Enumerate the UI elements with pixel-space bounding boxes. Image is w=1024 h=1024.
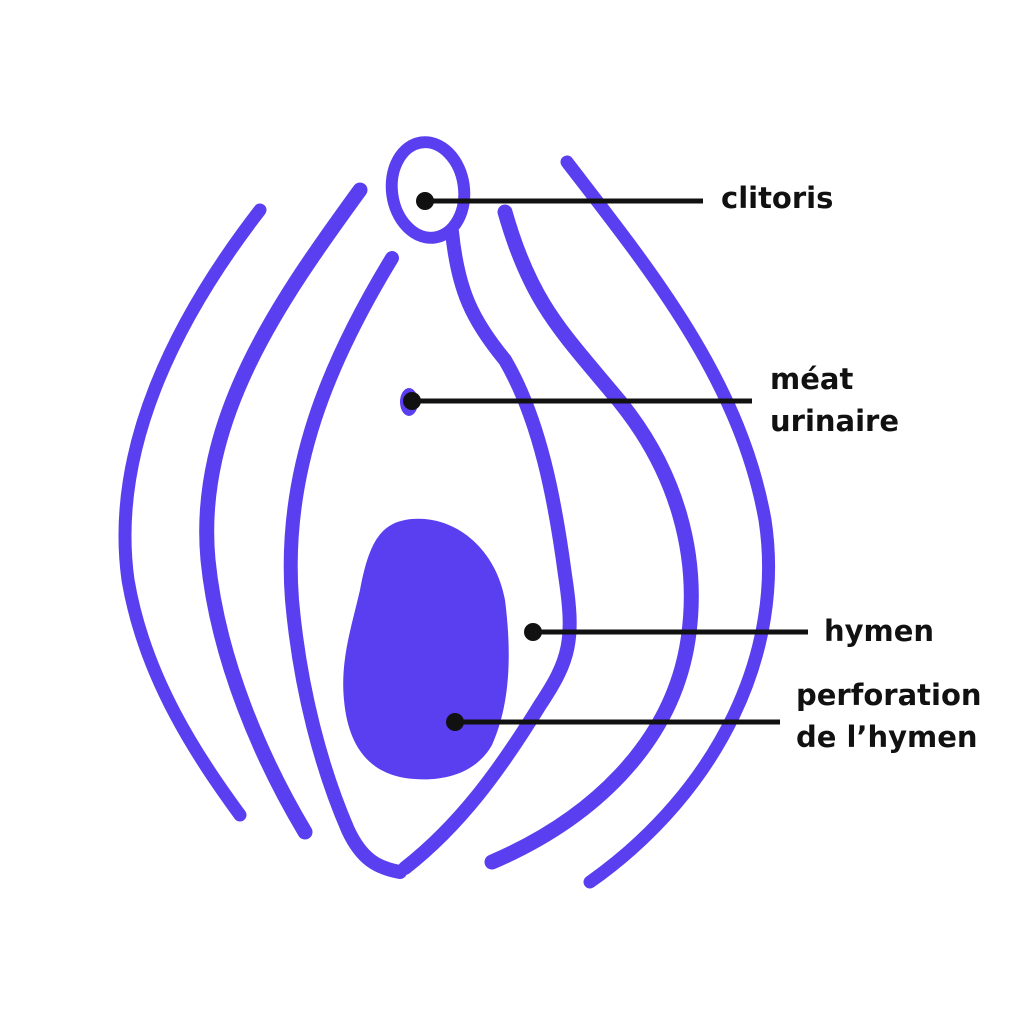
right-labium-minus-stroke — [398, 225, 577, 875]
hymen-perforation-label-line2: de l’hymen — [796, 720, 978, 754]
hymen-pointer-dot — [524, 623, 542, 641]
inner-right-labium-stroke — [484, 204, 699, 870]
meat-pointer-dot — [403, 392, 421, 410]
inner-left-labium-stroke — [199, 182, 368, 840]
urinary-meatus-label-line2: urinaire — [770, 404, 900, 438]
hymen-perforation-label-line1: perforation — [796, 678, 982, 712]
clitoris-label: clitoris — [721, 177, 833, 219]
hymen-perforation-label: perforation de l’hymen — [796, 674, 982, 758]
outer-left-labium-stroke — [118, 203, 267, 822]
perforation-pointer-dot — [446, 713, 464, 731]
clitoris-ring — [385, 136, 471, 244]
urinary-meatus-label-line1: méat — [770, 362, 854, 396]
hymen-label: hymen — [824, 610, 934, 652]
hymen-label-text: hymen — [824, 614, 935, 648]
outer-right-labium-stroke — [560, 155, 775, 889]
urinary-meatus-label: méat urinaire — [770, 358, 899, 442]
hymen-perforation-shape — [343, 518, 509, 780]
clitoris-label-text: clitoris — [721, 181, 834, 215]
left-labium-minus-stroke — [283, 251, 407, 879]
clitoris-pointer-dot — [416, 192, 434, 210]
